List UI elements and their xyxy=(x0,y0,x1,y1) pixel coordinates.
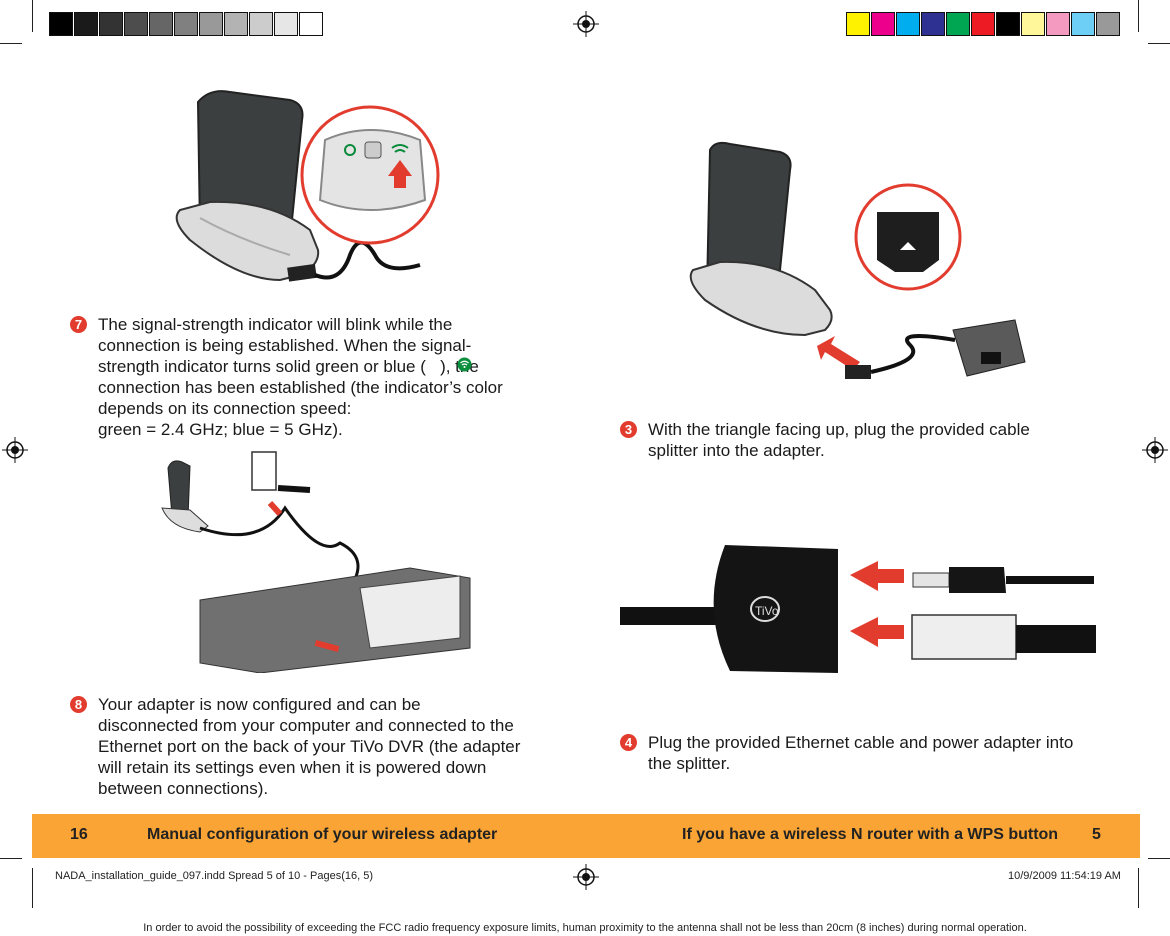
color-swatch xyxy=(149,12,173,36)
step-text: Plug the provided Ethernet cable and pow… xyxy=(648,733,1074,773)
step-number: 8 xyxy=(70,696,87,713)
arrow-left-icon xyxy=(850,561,904,591)
color-swatch xyxy=(921,12,945,36)
registration-mark-icon xyxy=(1142,437,1168,463)
power-outlet xyxy=(251,451,277,491)
adapter-splitter-illustration xyxy=(689,141,1026,379)
crop-mark xyxy=(0,858,22,859)
cable-splitter xyxy=(952,319,1026,377)
ethernet-plug xyxy=(911,614,1017,660)
slug-date: 10/9/2009 11:54:19 AM xyxy=(1008,870,1121,882)
wps-icon xyxy=(364,141,382,159)
slug-file-info: NADA_installation_guide_097.indd Spread … xyxy=(55,870,373,882)
adapter-dvr-connection-illustration xyxy=(161,451,471,673)
crop-mark xyxy=(0,43,22,44)
up-arrow-icon xyxy=(817,336,860,370)
step-8: 8 Your adapter is now configured and can… xyxy=(70,694,520,799)
signal-strength-icon xyxy=(391,144,409,153)
color-swatch xyxy=(74,12,98,36)
fcc-disclaimer: In order to avoid the possibility of exc… xyxy=(143,922,1027,934)
color-swatch xyxy=(174,12,198,36)
step-text: With the triangle facing up, plug the pr… xyxy=(648,420,1030,460)
color-swatch xyxy=(871,12,895,36)
crop-mark xyxy=(32,0,33,32)
color-swatch xyxy=(1046,12,1070,36)
power-icon xyxy=(344,144,356,156)
registration-mark-icon xyxy=(573,864,599,890)
color-swatch xyxy=(274,12,298,36)
step-3: 3 With the triangle facing up, plug the … xyxy=(620,419,1030,461)
color-swatch xyxy=(1071,12,1095,36)
step-number: 3 xyxy=(620,421,637,438)
step-text: Your adapter is now configured and can b… xyxy=(98,695,521,798)
triangle-icon xyxy=(900,242,916,250)
right-page-number: 5 xyxy=(1092,826,1101,843)
left-section-title: Manual configuration of your wireless ad… xyxy=(147,826,498,843)
adapter-signal-illustration xyxy=(175,90,440,282)
page-footer: 16 Manual configuration of your wireless… xyxy=(32,814,1140,858)
color-swatch xyxy=(846,12,870,36)
crop-mark xyxy=(32,868,33,908)
tivo-logo: TiVo xyxy=(750,596,780,622)
signal-strength-icon xyxy=(457,357,472,372)
color-swatch xyxy=(971,12,995,36)
crop-mark xyxy=(1138,868,1139,908)
color-swatch xyxy=(199,12,223,36)
ethernet-port-icon xyxy=(981,352,1001,364)
step-number: 7 xyxy=(70,316,87,333)
color-swatch xyxy=(299,12,323,36)
crop-mark xyxy=(1138,0,1139,32)
up-arrow-icon xyxy=(388,160,412,188)
registration-mark-icon xyxy=(573,11,599,37)
color-swatch xyxy=(996,12,1020,36)
color-swatch xyxy=(1021,12,1045,36)
registration-mark-icon xyxy=(2,437,28,463)
svg-text:TiVo: TiVo xyxy=(755,604,779,618)
left-page-number: 16 xyxy=(70,826,88,843)
color-swatch xyxy=(249,12,273,36)
color-swatch xyxy=(896,12,920,36)
splitter-cables-illustration: TiVo xyxy=(620,545,1096,673)
step-number: 4 xyxy=(620,734,637,751)
color-swatch xyxy=(124,12,148,36)
crop-mark xyxy=(1148,43,1170,44)
color-swatch xyxy=(99,12,123,36)
color-swatch xyxy=(224,12,248,36)
right-section-title: If you have a wireless N router with a W… xyxy=(682,826,1059,843)
arrow-left-icon xyxy=(850,617,904,647)
color-swatch xyxy=(1096,12,1120,36)
step-text: The signal-strength indicator will blink… xyxy=(98,315,503,439)
crop-mark xyxy=(1148,858,1170,859)
step-7: 7 The signal-strength indicator will bli… xyxy=(70,314,503,440)
color-swatch xyxy=(49,12,73,36)
step-4: 4 Plug the provided Ethernet cable and p… xyxy=(620,732,1073,774)
color-swatch xyxy=(946,12,970,36)
